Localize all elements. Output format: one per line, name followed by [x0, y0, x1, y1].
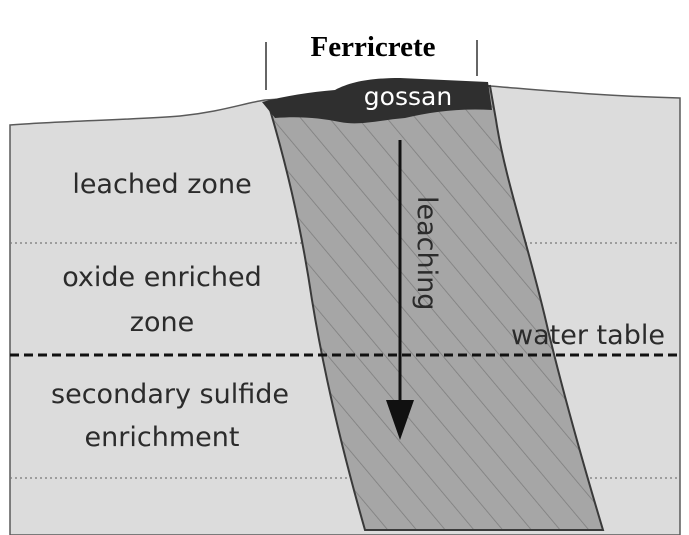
leaching-arrow-label: leaching: [411, 196, 442, 310]
secondary-zone-label-line2: enrichment: [85, 422, 240, 453]
leached-zone-label: leached zone: [72, 169, 251, 200]
oxide-zone-label-line2: zone: [130, 307, 194, 338]
oxide-zone-label-line1: oxide enriched: [62, 262, 262, 293]
secondary-zone-label-line1: secondary sulfide: [51, 379, 289, 410]
diagram-title: Ferricrete: [310, 31, 435, 63]
gossan-cap: [262, 78, 492, 124]
ore-vein: [266, 84, 605, 531]
water-table-label: water table: [511, 320, 665, 351]
leaching-arrow-head: [386, 400, 414, 440]
gossan-label: gossan: [364, 82, 452, 111]
